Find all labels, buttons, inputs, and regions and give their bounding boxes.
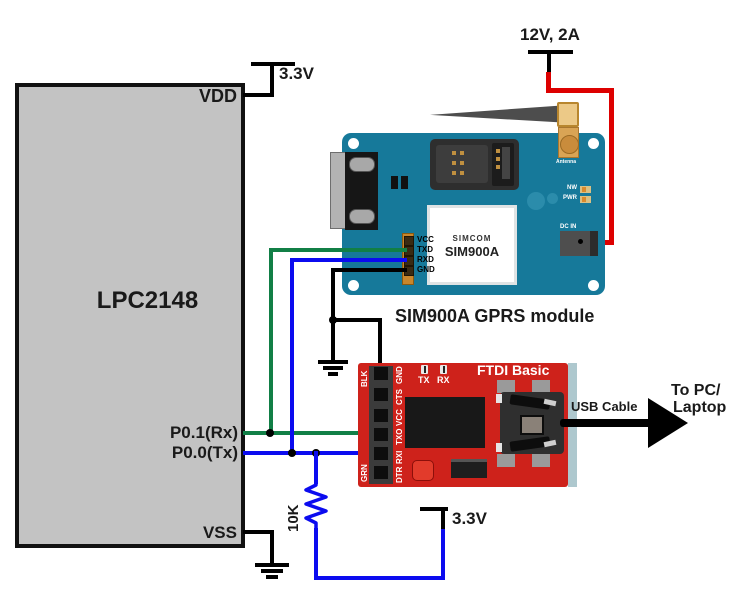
sim900a-chip: SIMCOM SIM900A	[427, 205, 517, 285]
ftdi-pin-txo	[374, 428, 388, 441]
junction-dot	[288, 449, 296, 457]
pwr-led-icon	[580, 196, 591, 203]
smd-component-icon	[391, 176, 398, 189]
smd-component-icon	[401, 176, 408, 189]
antenna-connector-icon	[557, 102, 579, 127]
mounting-hole-icon	[588, 280, 599, 291]
lpc-pin-rx-label: P0.1(Rx)	[169, 423, 238, 442]
junction-dot	[329, 316, 337, 324]
ftdi-pin-label-vcc: VCC	[395, 409, 404, 426]
sim-pin-rxd-label: RXD	[417, 255, 434, 264]
ftdi-blk-label: BLK	[360, 370, 369, 387]
ftdi-pin-dtr	[374, 466, 388, 479]
dc-in-label: DC IN	[560, 224, 577, 230]
ftdi-red-component-icon	[412, 460, 434, 481]
resistor-icon	[304, 482, 328, 529]
antenna-icon	[430, 105, 558, 123]
chip-model-label: SIM900A	[444, 244, 500, 259]
pc-dest-line1: To PC/	[671, 382, 721, 399]
mounting-hole-icon	[348, 280, 359, 291]
sim-card-holder-icon	[430, 139, 519, 190]
nw-led-icon	[580, 186, 591, 193]
mounting-hole-icon	[588, 138, 599, 149]
ftdi-pin-gnd	[374, 367, 388, 380]
ftdi-pin-label-dtr: DTR	[395, 466, 404, 483]
usb-pad-icon	[532, 380, 550, 393]
junction-dot	[266, 429, 274, 437]
lpc-pin-vdd-label: VDD	[198, 86, 237, 106]
board-dot-icon	[527, 192, 545, 210]
ftdi-pin-label-txo: TXO	[395, 428, 404, 445]
usb-cable-label: USB Cable	[571, 399, 638, 414]
ftdi-pin-label-gnd: GND	[395, 366, 404, 384]
db9-connector-icon	[345, 152, 378, 230]
rx-led-icon	[440, 365, 447, 374]
mounting-hole-icon	[348, 138, 359, 149]
antenna-label: Antenna	[556, 159, 576, 165]
ftdi-rx-label: RX	[437, 375, 450, 385]
tx-led-icon	[421, 365, 428, 374]
usb-pad-icon	[497, 454, 515, 467]
ftdi-black-component-icon	[451, 459, 487, 478]
ftdi-pin-cts	[374, 388, 388, 401]
sim-supply-label: 12V, 2A	[520, 25, 580, 44]
sim-pin-vcc	[404, 236, 414, 246]
ftdi-pin-label-cts: CTS	[395, 389, 404, 405]
pullup-supply-label: 3.3V	[452, 509, 487, 528]
lpc2148-label: LPC2148	[96, 287, 199, 314]
ftdi-chip-icon	[405, 397, 485, 448]
pwr-led-label: PWR	[563, 195, 577, 201]
ftdi-pin-rxi	[374, 447, 388, 460]
ftdi-title: FTDI Basic	[477, 362, 550, 378]
ftdi-header-strip	[369, 366, 393, 484]
ftdi-tx-label: TX	[418, 375, 430, 385]
nw-led-label: NW	[567, 185, 577, 191]
ftdi-pin-label-rxi: RXI	[395, 450, 404, 464]
ftdi-grn-label: GRN	[360, 464, 369, 482]
pc-dest-line2: Laptop	[673, 399, 727, 416]
usb-pad-icon	[497, 380, 515, 393]
sim-pin-vcc-label: VCC	[417, 235, 434, 244]
chip-brand-label: SIMCOM	[452, 234, 492, 243]
lpc2148-block	[15, 83, 245, 548]
vdd-supply-label: 3.3V	[279, 64, 314, 83]
ftdi-pin-vcc	[374, 409, 388, 422]
board-dot-icon	[547, 193, 558, 204]
lpc-pin-tx-label: P0.0(Tx)	[171, 443, 238, 462]
usb-pad-icon	[532, 454, 550, 467]
dc-in-jack-icon	[560, 231, 598, 256]
sim900a-caption: SIM900A GPRS module	[395, 306, 595, 326]
resistor-value-label: 10K	[285, 504, 302, 532]
sim-pin-txd-label: TXD	[417, 245, 433, 254]
lpc-pin-vss-label: VSS	[202, 523, 237, 542]
sim-pin-gnd-label: GND	[417, 265, 435, 274]
usb-connector-icon	[496, 392, 564, 454]
antenna-connector-icon	[558, 127, 579, 158]
